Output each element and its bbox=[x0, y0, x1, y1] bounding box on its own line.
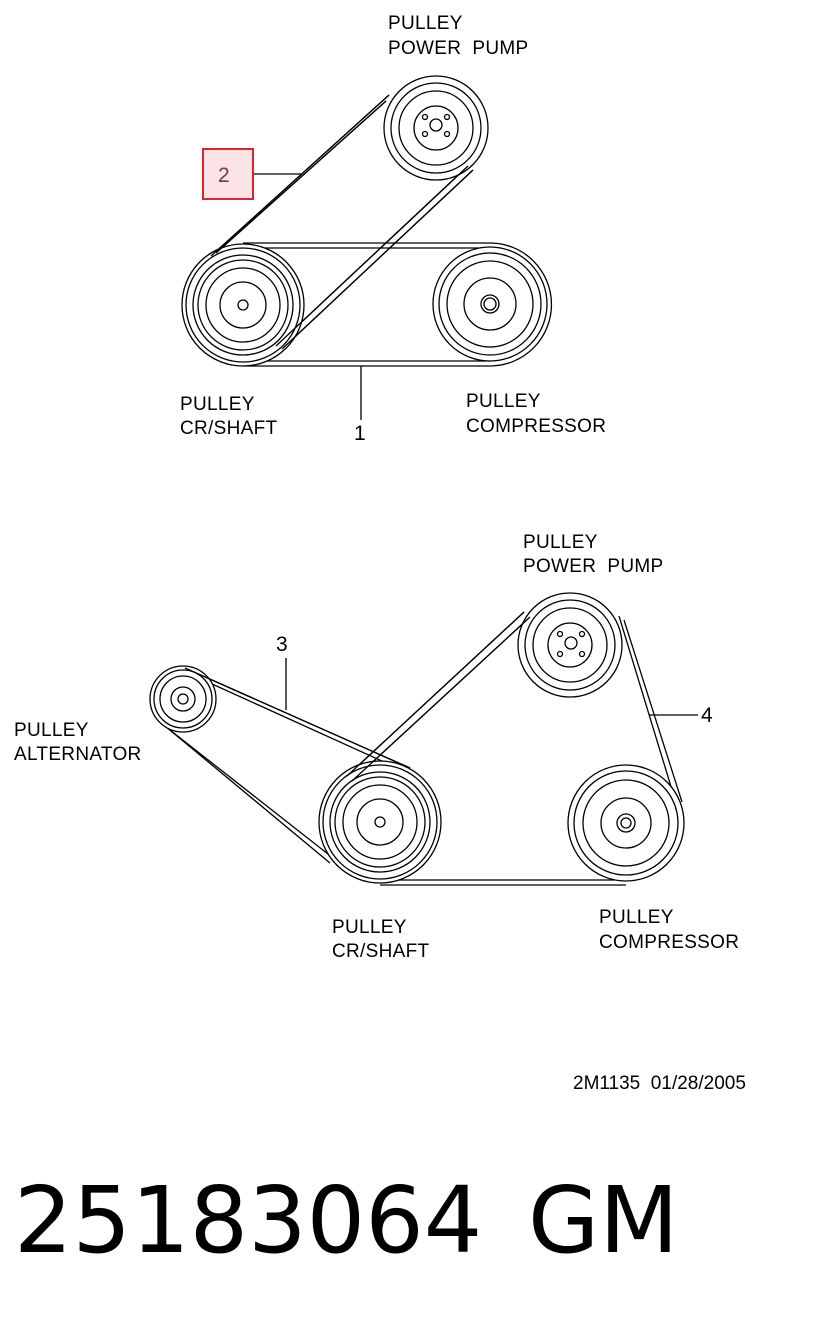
callout-2-highlight bbox=[202, 148, 254, 200]
part-number: 25183064 bbox=[14, 1167, 482, 1274]
compressor-pulley-bottom bbox=[567, 764, 685, 882]
belt-1 bbox=[243, 242, 553, 367]
alternator-label-line1: PULLEY bbox=[14, 720, 89, 741]
compressor-pulley bbox=[432, 246, 548, 362]
crankshaft-label-line2: CR/SHAFT bbox=[180, 418, 277, 439]
belt-2-overlay bbox=[210, 94, 474, 350]
crankshaft-pulley bbox=[181, 243, 305, 367]
callout-2-label: 2 bbox=[218, 164, 230, 187]
power-pump-bottom-label-line1: PULLEY bbox=[523, 532, 598, 553]
belt-4 bbox=[380, 615, 683, 886]
callout-3[interactable]: 3 bbox=[276, 633, 288, 710]
callout-3-label: 3 bbox=[276, 633, 288, 656]
compressor-bottom-label-line1: PULLEY bbox=[599, 907, 674, 928]
compressor-bottom-label-line2: COMPRESSOR bbox=[599, 932, 739, 953]
brand-name: GM bbox=[528, 1167, 679, 1274]
callout-1[interactable]: 1 bbox=[354, 366, 366, 445]
callout-1-label: 1 bbox=[354, 422, 366, 445]
alternator-label-line2: ALTERNATOR bbox=[14, 744, 142, 765]
power-pump-pulley-bottom bbox=[517, 592, 623, 698]
power-pump-bottom-label-line2: POWER PUMP bbox=[523, 556, 664, 577]
compressor-label-line2: COMPRESSOR bbox=[466, 416, 606, 437]
callout-4[interactable]: 4 bbox=[649, 704, 713, 727]
compressor-label-line1: PULLEY bbox=[466, 391, 541, 412]
crankshaft-bottom-label-line1: PULLEY bbox=[332, 917, 407, 938]
crankshaft-label-line1: PULLEY bbox=[180, 394, 255, 415]
top-diagram: 2 1 PULLEY POWER PUMP PULLEY CR/SHAFT PU… bbox=[180, 13, 606, 445]
alternator-pulley bbox=[149, 665, 217, 733]
bottom-diagram: 3 4 PULLEY POWER PUMP PULLEY ALTERNATOR … bbox=[14, 532, 739, 962]
belt-3-overlay bbox=[184, 611, 531, 782]
drawing-reference: 2M1135 01/28/2005 bbox=[573, 1073, 746, 1094]
power-pump-label-line1: PULLEY bbox=[388, 13, 463, 34]
crankshaft-bottom-label-line2: CR/SHAFT bbox=[332, 941, 429, 962]
power-pump-pulley bbox=[383, 75, 489, 181]
crankshaft-pulley-bottom bbox=[318, 760, 442, 884]
callout-2[interactable]: 2 bbox=[202, 148, 301, 200]
power-pump-label-line2: POWER PUMP bbox=[388, 38, 529, 59]
callout-4-label: 4 bbox=[701, 704, 713, 727]
